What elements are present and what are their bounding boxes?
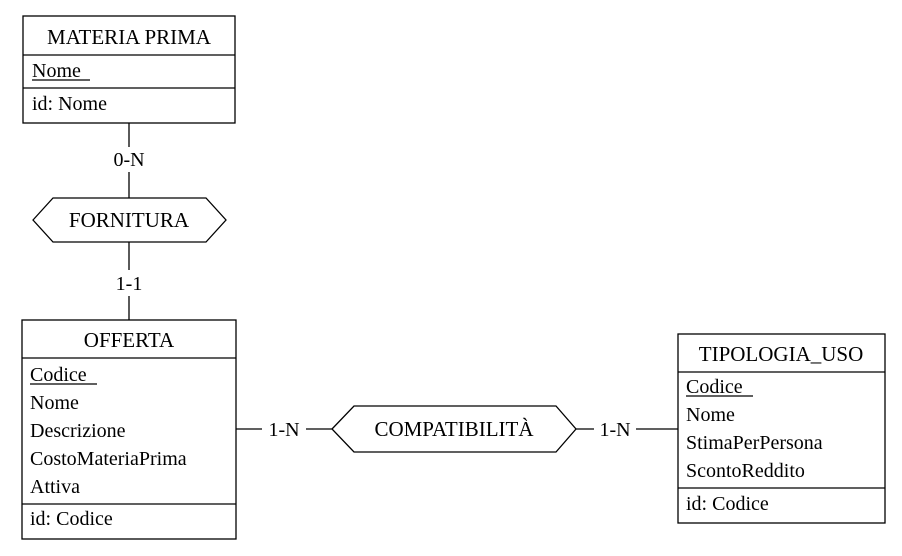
cardinality-label: 0-N — [113, 149, 144, 171]
attribute: Nome — [30, 392, 79, 414]
key-attribute: Codice — [30, 364, 87, 386]
cardinality-label: 1-1 — [116, 273, 143, 295]
relationship-compatibilita: 1-N COMPATIBILITÀ 1-N — [268, 405, 631, 453]
relationship-hexagon — [331, 405, 577, 453]
attribute: Nome — [686, 404, 735, 426]
relationship-name: FORNITURA — [69, 208, 190, 232]
entity-offerta: OFFERTA Codice Nome Descrizione CostoMat… — [21, 319, 237, 540]
identifier: id: Nome — [32, 93, 107, 115]
attribute: Descrizione — [30, 420, 126, 442]
entity-box — [21, 319, 237, 540]
connectors — [128, 123, 678, 430]
entity-box — [22, 15, 236, 124]
attribute: StimaPerPersona — [686, 432, 823, 454]
attribute: CostoMateriaPrima — [30, 448, 187, 470]
identifier: id: Codice — [686, 493, 769, 515]
cardinality-label: 1-N — [599, 419, 630, 441]
entity-tipologia-uso: TIPOLOGIA_USO Codice Nome StimaPerPerson… — [677, 333, 886, 524]
key-attribute: Nome — [32, 60, 81, 82]
relationship-fornitura: 0-N FORNITURA 1-1 — [32, 149, 227, 295]
key-attribute: Codice — [686, 376, 743, 398]
identifier: id: Codice — [30, 508, 113, 530]
attribute: Attiva — [30, 476, 80, 498]
entity-title: OFFERTA — [84, 328, 175, 352]
entity-title: MATERIA PRIMA — [47, 25, 212, 49]
relationship-hexagon — [32, 197, 227, 243]
cardinality-label: 1-N — [268, 419, 299, 441]
entity-materia-prima: MATERIA PRIMA Nome id: Nome — [22, 15, 236, 124]
attribute: ScontoReddito — [686, 460, 805, 482]
relationship-name: COMPATIBILITÀ — [374, 417, 534, 441]
entity-title: TIPOLOGIA_USO — [699, 342, 864, 366]
entity-box — [677, 333, 886, 524]
